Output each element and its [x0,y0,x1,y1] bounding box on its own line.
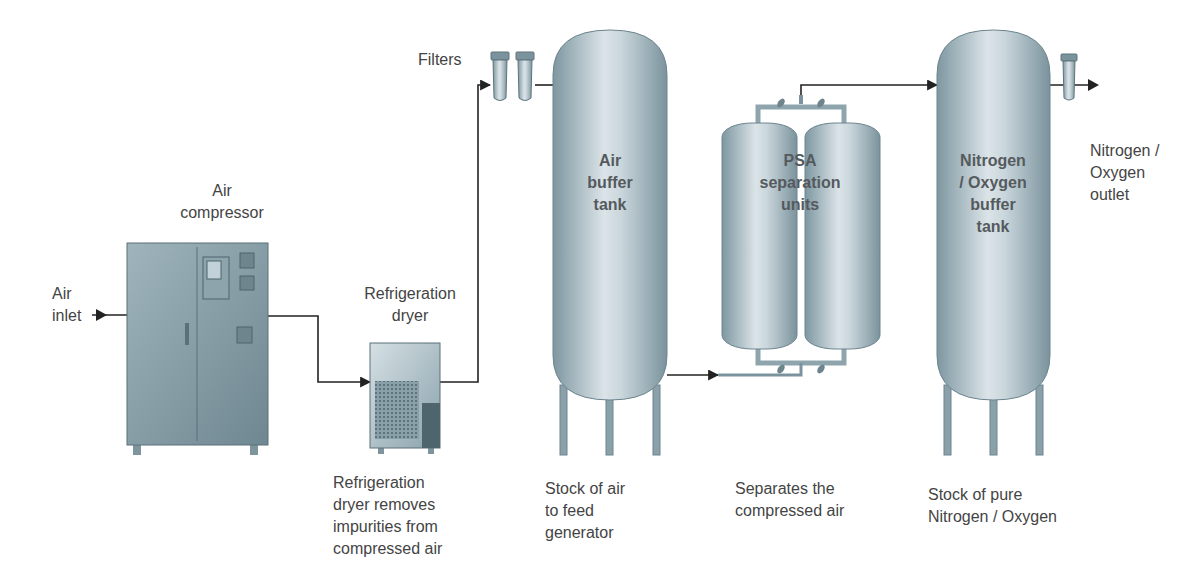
pipe-connector [440,85,490,382]
part-description: Stock of pure Nitrogen / Oxygen [928,484,1078,528]
panel-square [240,253,254,268]
valve [776,363,787,375]
compressor-figure [127,243,268,445]
psa-node: PSA separation unitsSeparates the compre… [718,95,884,380]
valve [816,97,827,109]
inlet-label: Air inlet [52,283,92,327]
filters-node: Filters [490,50,535,104]
door-seam [197,247,198,441]
psa-top-manifold [758,107,844,125]
part-name: Air compressor [172,180,272,224]
outlet-filter [1061,54,1077,100]
tank-shape [553,30,667,400]
pipe-connector [268,316,370,382]
part-name: Nitrogen / Oxygen buffer tank [956,150,1030,238]
pipe-connector [667,374,718,376]
dryer-panel [422,403,440,448]
tank-node: Nitrogen / Oxygen buffer tankStock of pu… [937,30,1050,400]
compressor-node: Air compressor [127,243,268,445]
tank-shape [937,30,1050,400]
filter-head [491,52,509,60]
valve [816,363,827,375]
part-name: Filters [418,49,482,71]
compressor-shape [127,243,268,445]
display [207,261,221,279]
part-name: PSA separation units [745,150,855,216]
psa-figure [718,95,880,375]
psa-shape [718,95,884,380]
part-description: Separates the compressed air [735,478,865,522]
part-name: Air buffer tank [580,150,640,216]
panel-square [237,327,252,343]
psa-top-pipe [799,95,803,104]
compressor-body [127,243,268,445]
dryer-node: Refrigeration dryerRefrigeration dryer r… [370,343,440,448]
control-panel [203,257,229,299]
dryer-grille [375,381,419,439]
valve [776,97,787,109]
filters-figure [491,52,534,101]
tank-body [937,30,1050,400]
tank-node: Air buffer tankStock of air to feed gene… [553,30,667,400]
part-description: Stock of air to feed generator [545,478,640,544]
dryer-figure [370,343,440,448]
filter-bowl [518,60,532,101]
psa-inlet-pipe [718,363,801,375]
dryer-shape [370,343,440,448]
panel-square [240,276,254,290]
inlet-arrow [92,309,127,321]
handle [185,323,189,345]
pipe-connector [535,84,553,86]
filter-bowl [493,60,507,101]
filter-head [516,52,534,60]
filters-shape [490,50,535,104]
dryer-body [370,343,440,448]
tank-body [553,30,667,400]
part-description: Refrigeration dryer removes impurities f… [333,472,458,560]
outlet-label: Nitrogen / Oxygen outlet [1090,140,1170,206]
part-name: Refrigeration dryer [345,283,475,327]
tank-figure [553,30,667,400]
tank-figure [937,30,1050,400]
pipe-connector [801,85,937,95]
